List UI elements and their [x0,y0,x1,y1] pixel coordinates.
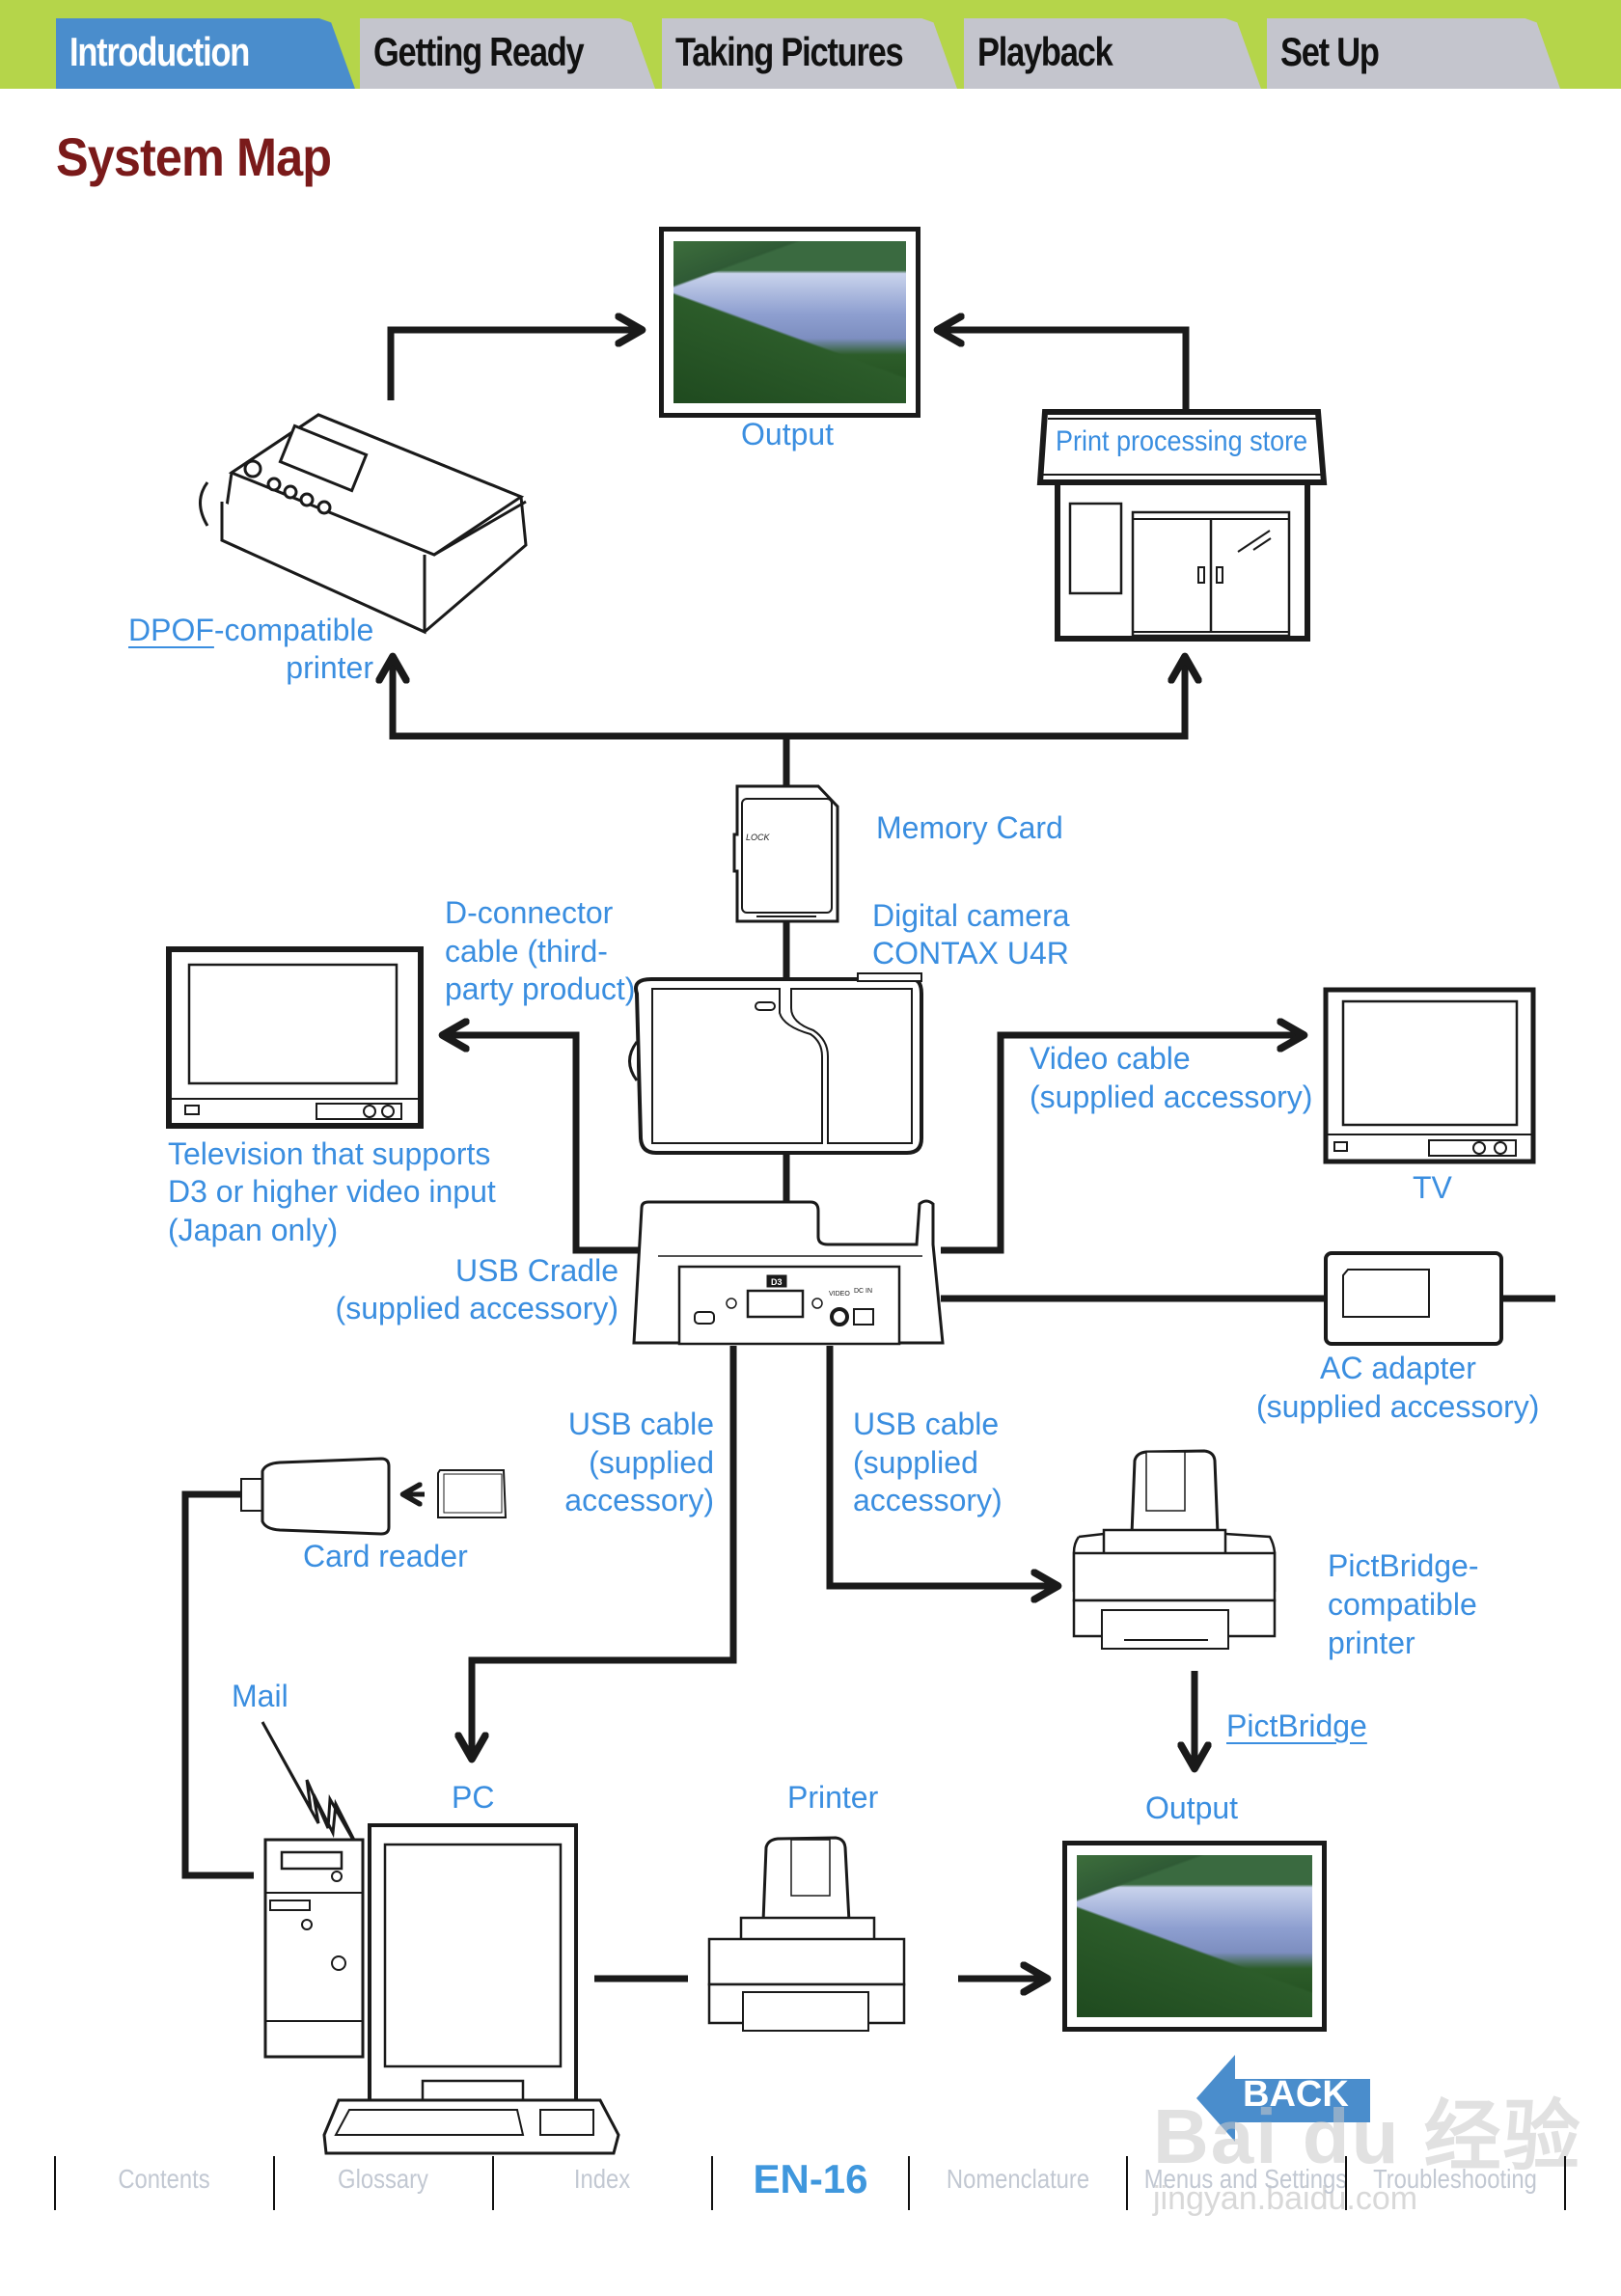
usb-cable-right-label-line2: (supplied [853,1445,978,1480]
tv-icon [1323,987,1536,1164]
page-number: EN-16 [753,2156,868,2201]
ac-adapter-icon [1324,1251,1503,1346]
footer-link-troubleshooting[interactable]: Troubleshooting [1373,2164,1537,2194]
back-arrow-icon [1196,2055,1370,2142]
pc-icon [263,1823,620,2155]
cradle-video-label: VIDEO [829,1291,850,1298]
connector-store-to-output [941,330,1190,413]
tab-label: Set Up [1280,29,1380,74]
tab-introduction[interactable]: Introduction [56,18,355,89]
d-connector-label-line3: party product) [445,971,636,1006]
usb-cable-right-label-line3: accessory) [853,1483,1003,1517]
footer-nav: Contents Glossary Index EN-16 Nomenclatu… [0,2156,1621,2210]
print-store-icon [1036,409,1328,642]
connector-usb-to-pictbridge [826,1346,1055,1586]
footer-divider [1345,2156,1347,2210]
footer-divider [54,2156,56,2210]
pictbridge-printer-label-line1: PictBridge- [1328,1548,1479,1583]
camera-label-line2: CONTAX U4R [872,936,1069,970]
usb-cradle-label-line1: USB Cradle [455,1253,618,1288]
output-top-label: Output [741,417,835,451]
pictbridge-printer-label-line2: compatible [1328,1587,1477,1622]
footer-divider [492,2156,494,2210]
footer-link-glossary[interactable]: Glossary [338,2164,428,2194]
tab-label: Introduction [69,29,250,74]
footer-link-nomenclature[interactable]: Nomenclature [946,2164,1090,2194]
mail-label: Mail [232,1679,288,1713]
video-cable-label-line1: Video cable [1030,1041,1191,1076]
mail-lightning-icon [261,1721,364,1856]
camera-label-line1: Digital camera [872,898,1070,933]
connector-card-bus [389,714,1189,740]
footer-divider [711,2156,713,2210]
usb-cable-left-label-line3: accessory) [564,1483,714,1517]
footer-divider [1564,2156,1566,2210]
chapter-tab-bar: Introduction Getting Ready Taking Pictur… [0,0,1621,89]
digital-camera-icon [628,972,923,1155]
printer-icon [707,1836,906,2032]
connector-d-cable [446,1035,641,1254]
usb-cradle-icon [632,1199,945,1346]
cradle-dcin-label: DC IN [854,1288,872,1295]
footer-divider [908,2156,910,2210]
output-bottom-label: Output [1145,1790,1239,1825]
pictbridge-glossary-link[interactable]: PictBridge [1226,1708,1367,1743]
tab-set-up[interactable]: Set Up [1267,18,1560,89]
card-reader-label: Card reader [303,1539,468,1573]
back-label: BACK [1243,2074,1349,2115]
d-connector-label-line2: cable (third- [445,934,608,969]
tv-d3-label-line1: Television that supports [168,1136,491,1171]
watermark-logo: Bai du 经验 [1153,2093,1582,2179]
back-button[interactable]: BACK [1196,2055,1370,2142]
d-connector-label-line1: D-connector [445,895,614,930]
printer-label: Printer [787,1780,879,1815]
tab-label: Playback [977,29,1113,74]
tab-getting-ready[interactable]: Getting Ready [360,18,655,89]
connector-usb-to-pc [472,1346,737,1756]
connector-dpof-to-output [387,330,639,400]
connector-cardreader-to-pc [181,1490,254,1879]
connector-video-cable [941,1035,1301,1254]
output-photo-top [659,227,920,418]
tab-taking-pictures[interactable]: Taking Pictures [662,18,957,89]
tv-d3-label-line2: D3 or higher video input [168,1174,496,1209]
dpof-printer-icon [199,413,528,635]
dpof-label-line2: printer [286,650,373,685]
footer-divider [1126,2156,1128,2210]
output-photo-bottom [1062,1841,1327,2032]
ac-adapter-label-line1: AC adapter [1320,1351,1476,1385]
cradle-d3-label: D3 [771,1277,783,1287]
pictbridge-printer-label-line3: printer [1328,1626,1415,1660]
watermark-url: jingyan.baidu.com [1153,2180,1418,2217]
memory-card-label: Memory Card [876,810,1063,845]
tab-playback[interactable]: Playback [964,18,1261,89]
dpof-label-line1: DPOF-compatible [128,611,373,649]
video-cable-label-line2: (supplied accessory) [1030,1080,1313,1114]
dpof-suffix: -compatible [213,613,374,647]
pc-label: PC [452,1780,495,1815]
tab-label: Taking Pictures [675,29,904,74]
usb-cable-left-label-line2: (supplied [589,1445,714,1480]
pictbridge-printer-icon [1072,1449,1277,1650]
footer-divider [273,2156,275,2210]
tv-d3-label-line3: (Japan only) [168,1213,339,1247]
footer-link-menus-settings[interactable]: Menus and Settings [1143,2164,1348,2194]
usb-cable-right-label-line1: USB cable [853,1407,1000,1441]
footer-link-index[interactable]: Index [573,2164,631,2194]
ac-adapter-label-line2: (supplied accessory) [1256,1389,1540,1424]
print-store-label: Print processing store [1056,425,1308,457]
card-reader-icon [240,1457,391,1536]
footer-link-contents[interactable]: Contents [118,2164,210,2194]
sd-lock-text: LOCK [746,833,771,842]
memory-card-icon [732,784,839,923]
tab-label: Getting Ready [373,29,585,74]
usb-cable-left-label-line1: USB cable [567,1407,714,1441]
tv-label: TV [1413,1170,1452,1205]
dpof-glossary-link[interactable]: DPOF [128,613,214,647]
usb-cradle-label-line2: (supplied accessory) [335,1291,618,1326]
tv-d3-icon [166,946,424,1129]
small-sd-card-icon [437,1469,508,1518]
page-title: System Map [56,126,332,187]
